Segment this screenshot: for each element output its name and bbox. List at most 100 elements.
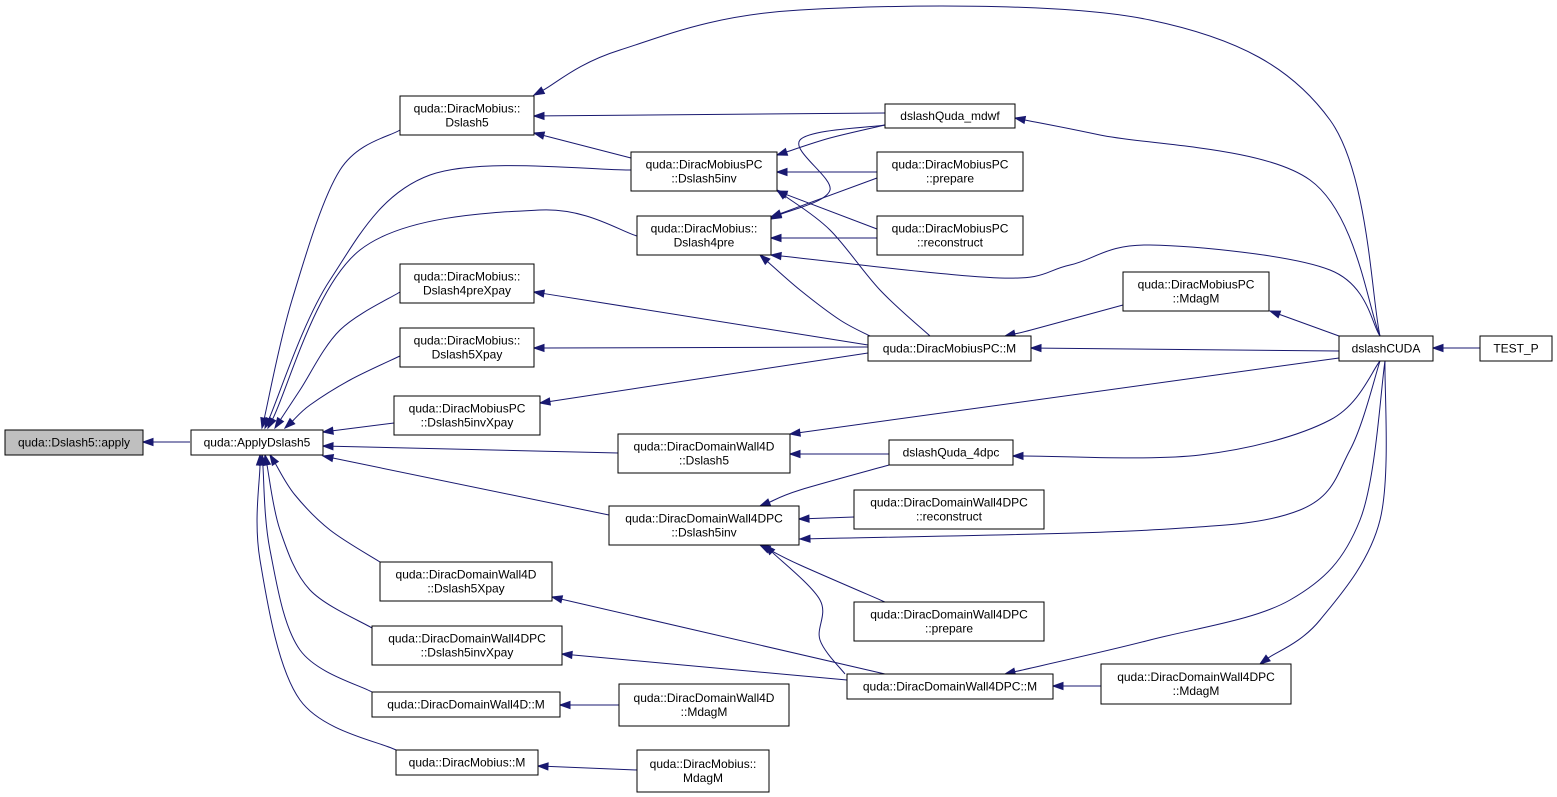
edge-n14-to-n2	[532, 111, 886, 121]
node-label: ::Dslash5invXpay	[421, 416, 514, 430]
arrowhead-icon	[769, 209, 783, 218]
graph-node-n13[interactable]: quda::DiracMobius::M	[395, 749, 539, 776]
graph-node-n25[interactable]: quda::DiracDomainWall4DPC::MdagM	[1100, 663, 1292, 705]
graph-node-n26[interactable]: dslashCUDA	[1338, 335, 1434, 362]
edge-line	[799, 357, 1340, 434]
graph-node-n11[interactable]: quda::DiracDomainWall4DPC::Dslash5invXpa…	[371, 625, 563, 666]
graph-node-n14[interactable]: dslashQuda_mdwf	[884, 103, 1016, 129]
edge-n10-to-n1	[269, 453, 381, 563]
edge-n4-to-n1	[267, 209, 638, 430]
arrowhead-icon	[1011, 451, 1024, 461]
node-label: dslashQuda_4dpc	[903, 446, 1000, 460]
edge-line	[1279, 313, 1340, 337]
edge-line	[809, 360, 1381, 540]
arrowhead-icon	[1258, 654, 1271, 665]
edge-line	[1022, 360, 1381, 459]
arrowhead-icon	[1029, 343, 1042, 353]
node-label: ::reconstruct	[916, 510, 983, 524]
node-box	[636, 215, 772, 256]
arrowhead-icon	[267, 416, 277, 430]
graph-node-n5[interactable]: quda::DiracMobius::Dslash4preXpay	[399, 263, 535, 304]
graph-node-n21[interactable]: quda::DiracDomainWall4DPC::M	[846, 673, 1054, 700]
edge-line	[1024, 119, 1381, 337]
edge-line	[272, 209, 638, 420]
graph-node-n22[interactable]: quda::DiracDomainWall4D::MdagM	[618, 683, 790, 727]
arrowhead-icon	[321, 442, 334, 451]
arrowhead-icon	[788, 449, 801, 459]
edge-n12-to-n1	[258, 453, 373, 693]
node-box	[876, 151, 1024, 192]
graph-node-n0: quda::Dslash5::apply	[4, 429, 144, 456]
arrowhead-icon	[1431, 343, 1444, 353]
graph-node-n1[interactable]: quda::ApplyDslash5	[190, 429, 324, 456]
graph-node-n8[interactable]: quda::DiracDomainWall4D::Dslash5	[617, 433, 791, 474]
node-label: ::reconstruct	[917, 236, 984, 250]
arrowhead-icon	[758, 254, 771, 266]
node-box	[399, 95, 535, 136]
node-box	[867, 335, 1032, 362]
edge-n26-to-n24	[1268, 310, 1340, 337]
node-label: MdagM	[683, 771, 723, 785]
graph-node-n23[interactable]: quda::DiracMobius::MdagM	[636, 749, 770, 793]
graph-node-n12[interactable]: quda::DiracDomainWall4D::M	[371, 691, 561, 718]
edge-line	[266, 464, 373, 629]
node-box	[853, 489, 1045, 530]
arrowhead-icon	[788, 428, 801, 437]
node-label: quda::DiracDomainWall4D	[634, 691, 775, 705]
edge-n26-to-n25	[1258, 360, 1387, 665]
graph-node-n6[interactable]: quda::DiracMobius::Dslash5Xpay	[399, 327, 535, 368]
arrowhead-icon	[532, 131, 546, 140]
graph-node-n24[interactable]: quda::DiracMobiusPC::MdagM	[1122, 271, 1270, 312]
graph-node-n10[interactable]: quda::DiracDomainWall4D::Dslash5Xpay	[379, 561, 553, 602]
node-box	[630, 151, 778, 192]
node-label: quda::DiracMobiusPC	[892, 158, 1009, 172]
edge-n8-to-n1	[321, 442, 619, 454]
edge-n11-to-n1	[262, 453, 373, 629]
node-label: quda::DiracMobiusPC	[892, 222, 1009, 236]
graph-node-n18[interactable]: dslashQuda_4dpc	[888, 439, 1014, 466]
node-label: quda::DiracMobiusPC::M	[883, 342, 1016, 356]
edge-n19-to-n9	[797, 514, 855, 523]
graph-node-n9[interactable]: quda::DiracDomainWall4DPC::Dslash5inv	[608, 505, 800, 546]
node-label: ::MdagM	[1173, 292, 1220, 306]
node-label: quda::DiracDomainWall4DPC	[625, 512, 783, 526]
arrowhead-icon	[769, 251, 782, 261]
edge-n23-to-n13	[536, 762, 638, 771]
graph-node-n27[interactable]: TEST_P	[1479, 335, 1553, 362]
edge-n17-to-n6	[532, 343, 869, 353]
edge-line	[786, 124, 886, 153]
node-box	[1100, 663, 1292, 705]
graph-node-n7[interactable]: quda::DiracMobiusPC::Dslash5invXpay	[393, 395, 541, 436]
graph-node-n20[interactable]: quda::DiracDomainWall4DPC::prepare	[853, 601, 1045, 642]
graph-node-n17[interactable]: quda::DiracMobiusPC::M	[867, 335, 1032, 362]
graph-node-n19[interactable]: quda::DiracDomainWall4DPC::reconstruct	[853, 489, 1045, 530]
node-label: ::Dslash5inv	[671, 172, 736, 186]
edge-n5-to-n1	[274, 291, 401, 430]
edge-line	[543, 112, 886, 117]
edge-n17-to-n7	[538, 352, 869, 406]
arrowhead-icon	[321, 454, 335, 463]
graph-node-n2[interactable]: quda::DiracMobius::Dslash5	[399, 95, 535, 136]
node-label: quda::DiracMobiusPC	[646, 158, 763, 172]
arrowhead-icon	[798, 534, 811, 543]
graph-node-n16[interactable]: quda::DiracMobiusPC::reconstruct	[876, 215, 1024, 256]
arrowhead-icon	[532, 289, 546, 298]
graph-node-n3[interactable]: quda::DiracMobiusPC::Dslash5inv	[630, 151, 778, 192]
node-label: quda::ApplyDslash5	[204, 436, 311, 450]
edge-n21-to-n9	[763, 543, 846, 675]
graph-node-n4[interactable]: quda::DiracMobius::Dslash4pre	[636, 215, 772, 256]
arrowhead-icon	[538, 397, 552, 406]
node-box	[371, 691, 561, 718]
edge-line	[1040, 347, 1340, 352]
node-label: ::prepare	[925, 622, 973, 636]
node-box	[1338, 335, 1434, 362]
node-box	[399, 263, 535, 304]
edge-line	[262, 464, 373, 693]
node-box	[393, 395, 541, 436]
edge-line	[332, 445, 619, 454]
graph-node-n15[interactable]: quda::DiracMobiusPC::prepare	[876, 151, 1024, 192]
node-box	[608, 505, 800, 546]
edge-line	[268, 165, 632, 420]
